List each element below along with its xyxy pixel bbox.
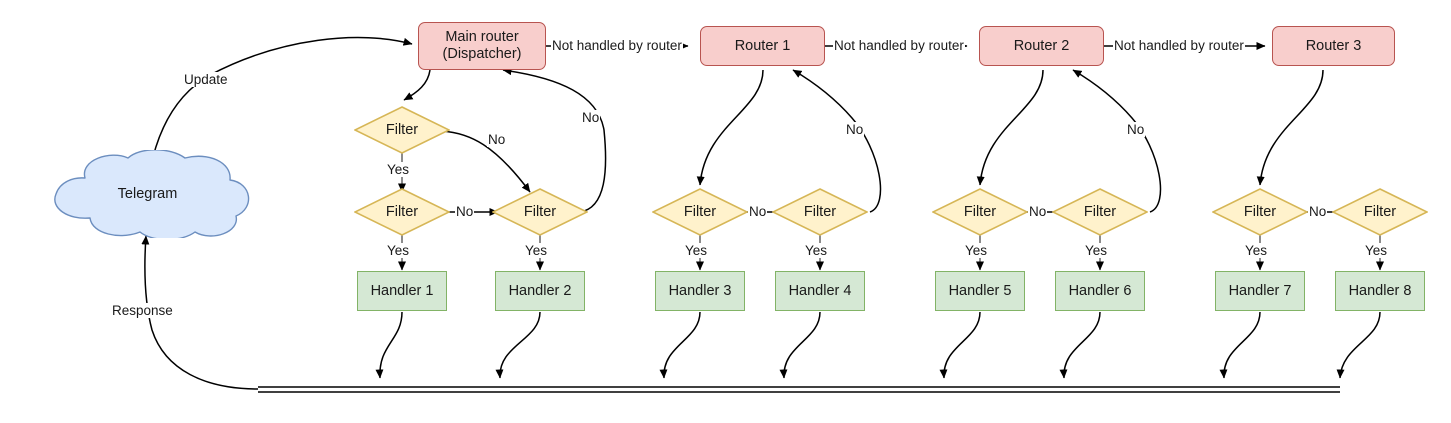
node-filter-7[interactable]: Filter	[1052, 188, 1148, 236]
edge-label-yes-8: Yes	[1244, 243, 1269, 258]
main-router-line2: (Dispatcher)	[442, 46, 522, 62]
diamond-shape	[1052, 188, 1148, 236]
diamond-shape	[652, 188, 748, 236]
edge-label-not-handled-3: Not handled by router	[1113, 38, 1245, 53]
handler-1-label: Handler 1	[370, 283, 434, 299]
handler-2-label: Handler 2	[508, 283, 572, 299]
edge-label-no-1: No	[487, 132, 507, 147]
diamond-shape	[492, 188, 588, 236]
node-filter-6[interactable]: Filter	[932, 188, 1028, 236]
edge-label-yes-3: Yes	[524, 243, 549, 258]
node-router-2[interactable]: Router 2	[979, 26, 1104, 66]
handler-3-label: Handler 3	[668, 283, 732, 299]
edge-label-update: Update	[183, 72, 229, 87]
handler-8-label: Handler 8	[1348, 283, 1412, 299]
edge-label-yes-4: Yes	[684, 243, 709, 258]
node-filter-2[interactable]: Filter	[354, 188, 450, 236]
edge-label-yes-6: Yes	[964, 243, 989, 258]
node-handler-5[interactable]: Handler 5	[935, 271, 1025, 311]
edge-label-not-handled-2: Not handled by router	[833, 38, 965, 53]
edge-label-no-5: No	[748, 204, 768, 219]
filter-8-label: Filter	[1243, 204, 1277, 220]
router-2-label: Router 2	[1013, 37, 1070, 54]
filter-6-label: Filter	[963, 204, 997, 220]
filter-5-label: Filter	[803, 204, 837, 220]
cloud-icon	[54, 150, 250, 238]
handler-7-label: Handler 7	[1228, 283, 1292, 299]
telegram-cloud[interactable]: Telegram	[40, 150, 255, 238]
node-handler-4[interactable]: Handler 4	[775, 271, 865, 311]
edge-label-no-4: No	[845, 122, 865, 137]
node-filter-5[interactable]: Filter	[772, 188, 868, 236]
node-filter-4[interactable]: Filter	[652, 188, 748, 236]
node-handler-8[interactable]: Handler 8	[1335, 271, 1425, 311]
node-filter-3[interactable]: Filter	[492, 188, 588, 236]
node-router-3[interactable]: Router 3	[1272, 26, 1395, 66]
diamond-shape	[932, 188, 1028, 236]
edge-label-no-6: No	[1126, 122, 1146, 137]
filter-7-label: Filter	[1083, 204, 1117, 220]
handler-5-label: Handler 5	[948, 283, 1012, 299]
node-router-1[interactable]: Router 1	[700, 26, 825, 66]
handler-4-label: Handler 4	[788, 283, 852, 299]
edge-label-no-7: No	[1028, 204, 1048, 219]
edge-label-no-8: No	[1308, 204, 1328, 219]
diamond-shape	[354, 106, 450, 154]
node-handler-7[interactable]: Handler 7	[1215, 271, 1305, 311]
edge-label-not-handled-1: Not handled by router	[551, 38, 683, 53]
node-filter-8[interactable]: Filter	[1212, 188, 1308, 236]
edge-label-no-3: No	[455, 204, 475, 219]
handler-6-label: Handler 6	[1068, 283, 1132, 299]
node-handler-6[interactable]: Handler 6	[1055, 271, 1145, 311]
router-3-label: Router 3	[1305, 37, 1362, 54]
filter-9-label: Filter	[1363, 204, 1397, 220]
filter-2-label: Filter	[385, 204, 419, 220]
edge-label-yes-1: Yes	[386, 162, 411, 177]
filter-1-label: Filter	[385, 122, 419, 138]
telegram-label: Telegram	[117, 186, 178, 202]
diamond-shape	[772, 188, 868, 236]
router-1-label: Router 1	[734, 37, 791, 54]
node-main-router[interactable]: Main router (Dispatcher)	[418, 22, 546, 70]
diamond-shape	[1332, 188, 1428, 236]
node-handler-1[interactable]: Handler 1	[357, 271, 447, 311]
node-filter-1[interactable]: Filter	[354, 106, 450, 154]
filter-3-label: Filter	[523, 204, 557, 220]
main-router-line1: Main router	[445, 29, 519, 45]
node-handler-2[interactable]: Handler 2	[495, 271, 585, 311]
diamond-shape	[354, 188, 450, 236]
edge-label-no-2: No	[581, 110, 601, 125]
filter-4-label: Filter	[683, 204, 717, 220]
diamond-shape	[1212, 188, 1308, 236]
node-handler-3[interactable]: Handler 3	[655, 271, 745, 311]
edge-label-yes-7: Yes	[1084, 243, 1109, 258]
edge-label-yes-5: Yes	[804, 243, 829, 258]
edge-label-response: Response	[111, 303, 174, 318]
edge-label-yes-2: Yes	[386, 243, 411, 258]
node-filter-9[interactable]: Filter	[1332, 188, 1428, 236]
edge-label-yes-9: Yes	[1364, 243, 1389, 258]
